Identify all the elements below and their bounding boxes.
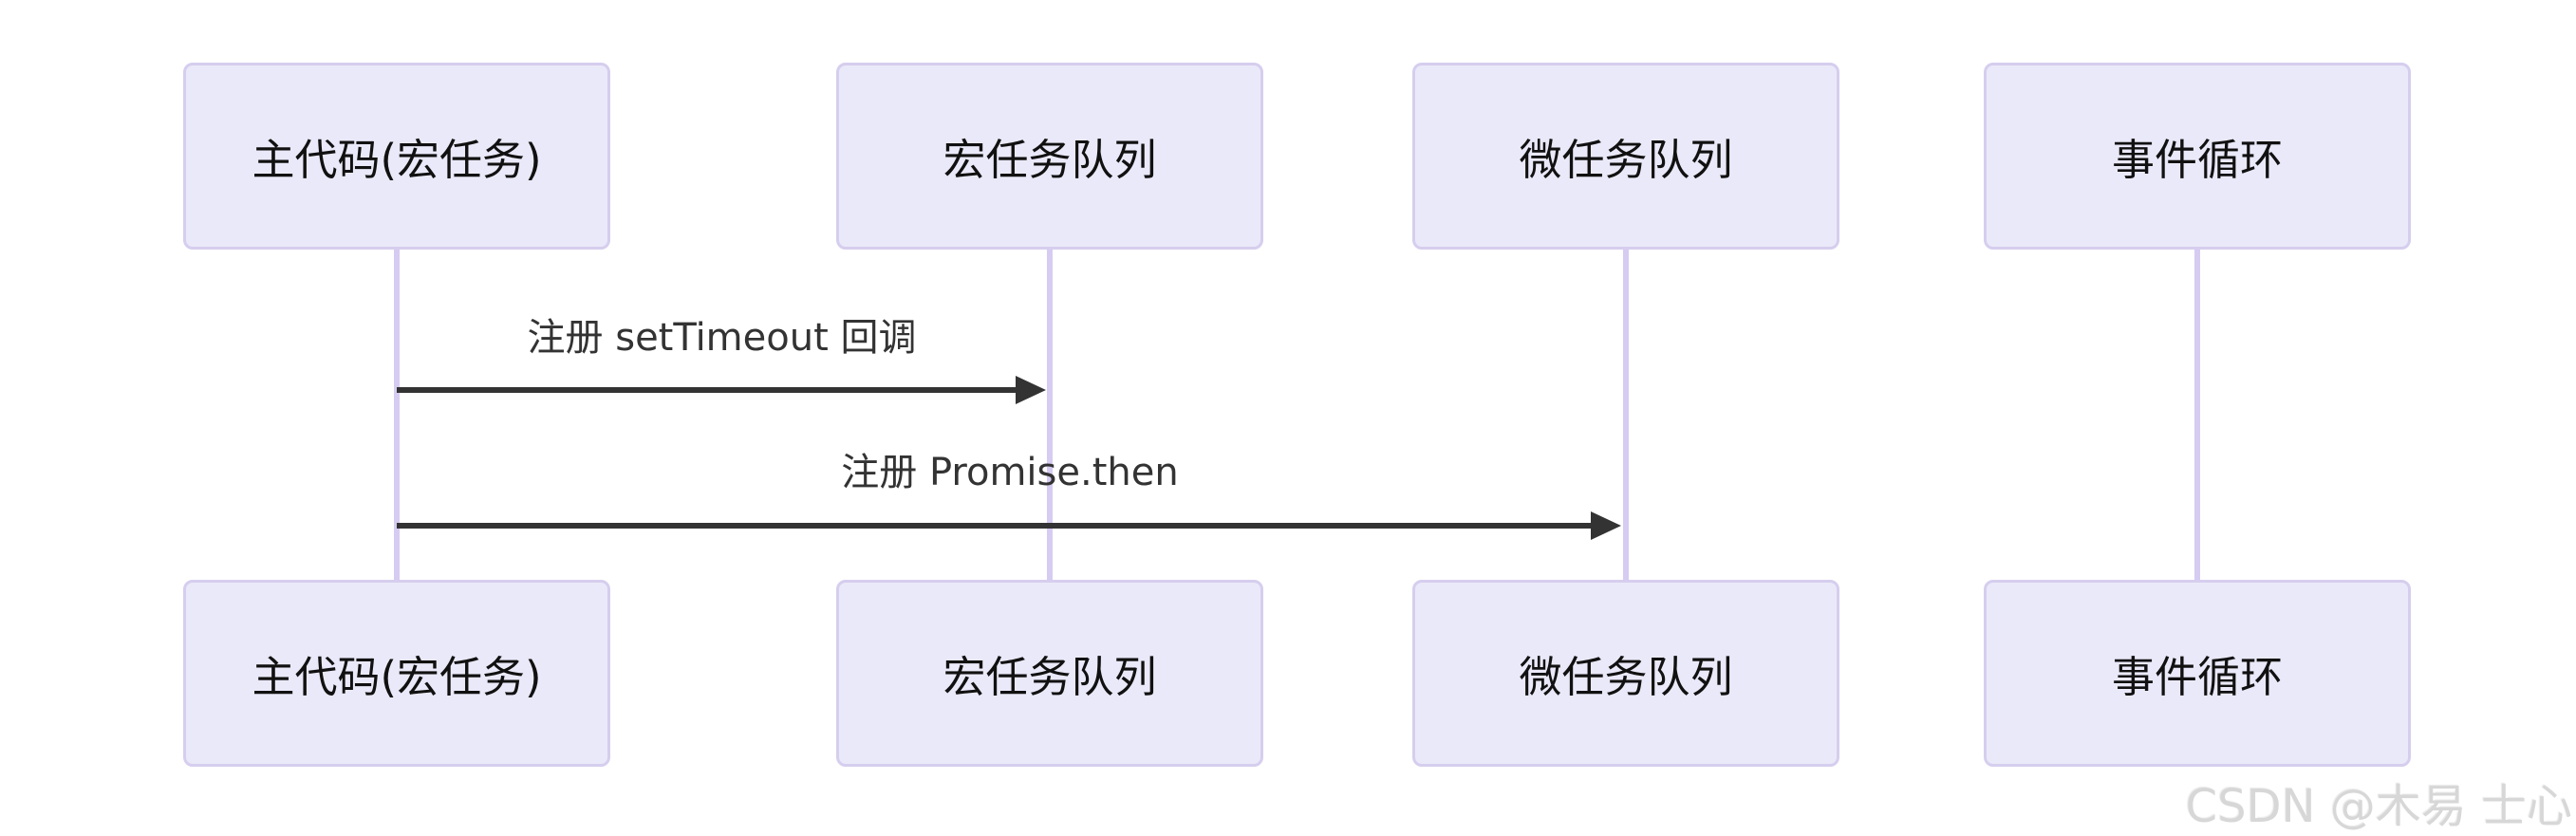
lifeline-main-code (394, 249, 400, 581)
lifeline-micro-queue (1623, 249, 1629, 581)
actor-box-bottom-macro-queue: 宏任务队列 (836, 580, 1263, 767)
message-promise-then-line (397, 523, 1591, 529)
watermark: CSDN @木易 士心 (2185, 780, 2572, 833)
actor-box-bottom-main-code: 主代码(宏任务) (183, 580, 610, 767)
actor-box-top-main-code: 主代码(宏任务) (183, 63, 610, 250)
actor-box-top-event-loop: 事件循环 (1984, 63, 2411, 250)
actor-box-top-micro-queue: 微任务队列 (1412, 63, 1839, 250)
actor-box-top-macro-queue: 宏任务队列 (836, 63, 1263, 250)
message-settimeout-line (397, 387, 1016, 393)
arrowhead-right-icon (1016, 376, 1046, 404)
lifeline-event-loop (2194, 249, 2200, 581)
actor-box-bottom-micro-queue: 微任务队列 (1412, 580, 1839, 767)
message-settimeout-label: 注册 setTimeout 回调 (527, 316, 917, 360)
actor-box-bottom-event-loop: 事件循环 (1984, 580, 2411, 767)
arrowhead-right-icon (1591, 511, 1621, 540)
lifeline-macro-queue (1047, 249, 1053, 581)
message-promise-then-label: 注册 Promise.then (841, 451, 1179, 494)
